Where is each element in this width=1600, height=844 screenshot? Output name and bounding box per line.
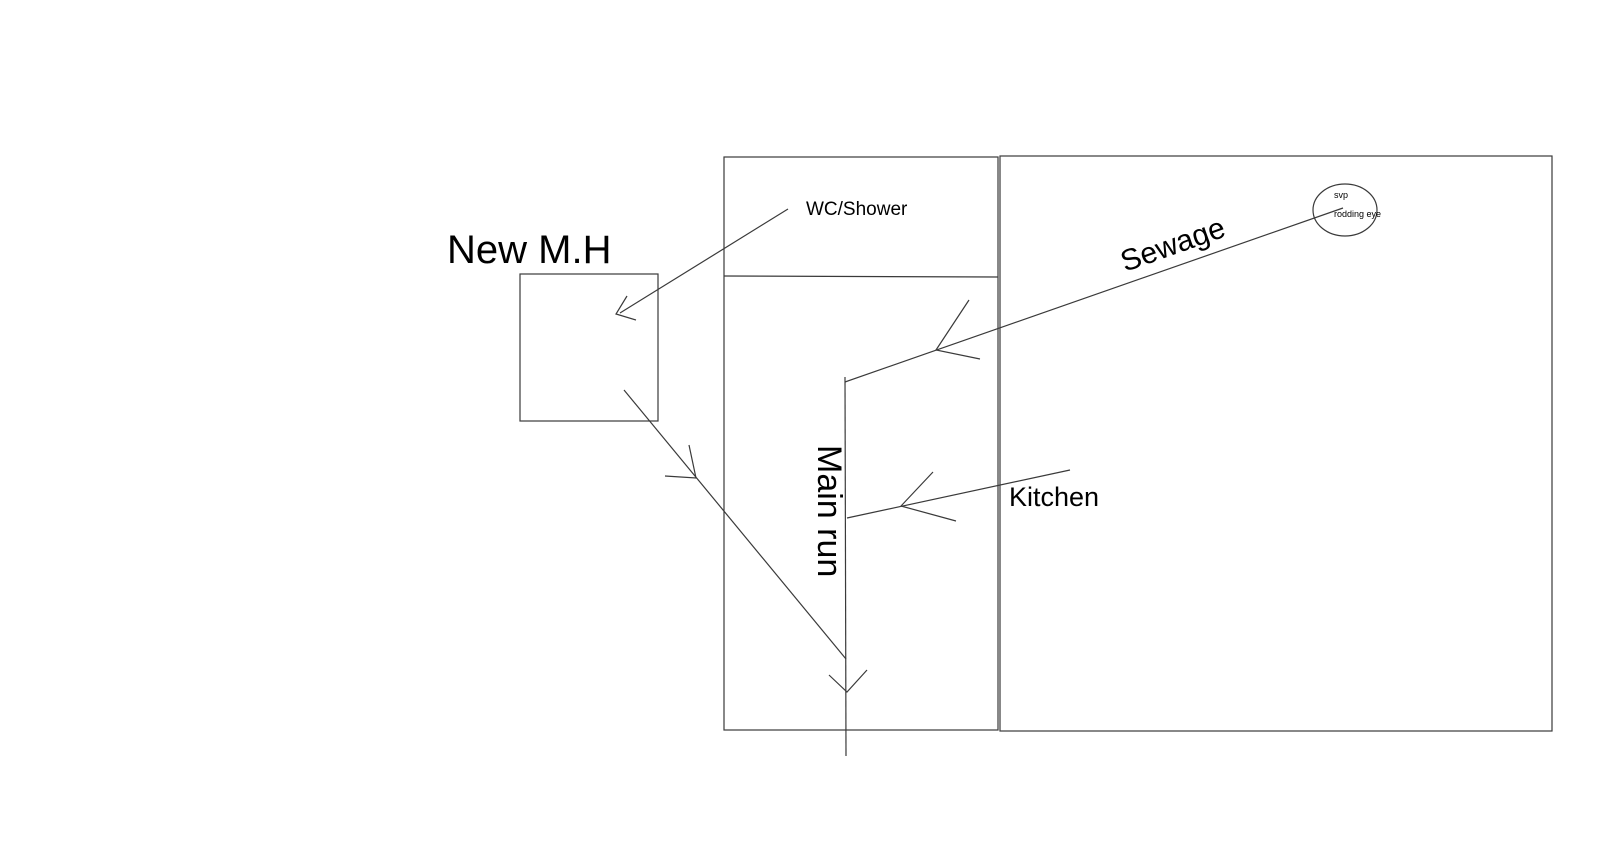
new-manhole-label: New M.H	[447, 228, 611, 272]
manhole-connection-pipe	[623, 389, 847, 660]
rodding-eye-label: rodding eye	[1334, 209, 1381, 219]
sewage-flow-arrowhead	[935, 299, 981, 360]
sewage-label: Sewage	[1116, 211, 1229, 278]
main-run-pipe	[844, 376, 847, 757]
svp-rodding-eye-marker	[1312, 183, 1378, 237]
extension-outline	[723, 156, 999, 731]
sewage-pipe	[844, 207, 1344, 383]
new-manhole-box	[519, 273, 659, 422]
kitchen-label: Kitchen	[1009, 482, 1099, 512]
wc-shower-label: WC/Shower	[806, 199, 908, 220]
main-run-flow-arrowhead	[828, 669, 868, 693]
wc-pointer-line	[619, 208, 789, 314]
main-run-label: Main run	[810, 445, 848, 577]
wc-pointer-arrowhead	[615, 295, 637, 321]
connection-flow-arrowhead	[664, 444, 697, 479]
kitchen-pipe	[846, 469, 1071, 519]
kitchen-flow-arrowhead	[899, 471, 957, 522]
main-house-outline	[999, 155, 1553, 732]
svp-label: svp	[1334, 190, 1348, 200]
wc-room-divider	[723, 275, 999, 278]
